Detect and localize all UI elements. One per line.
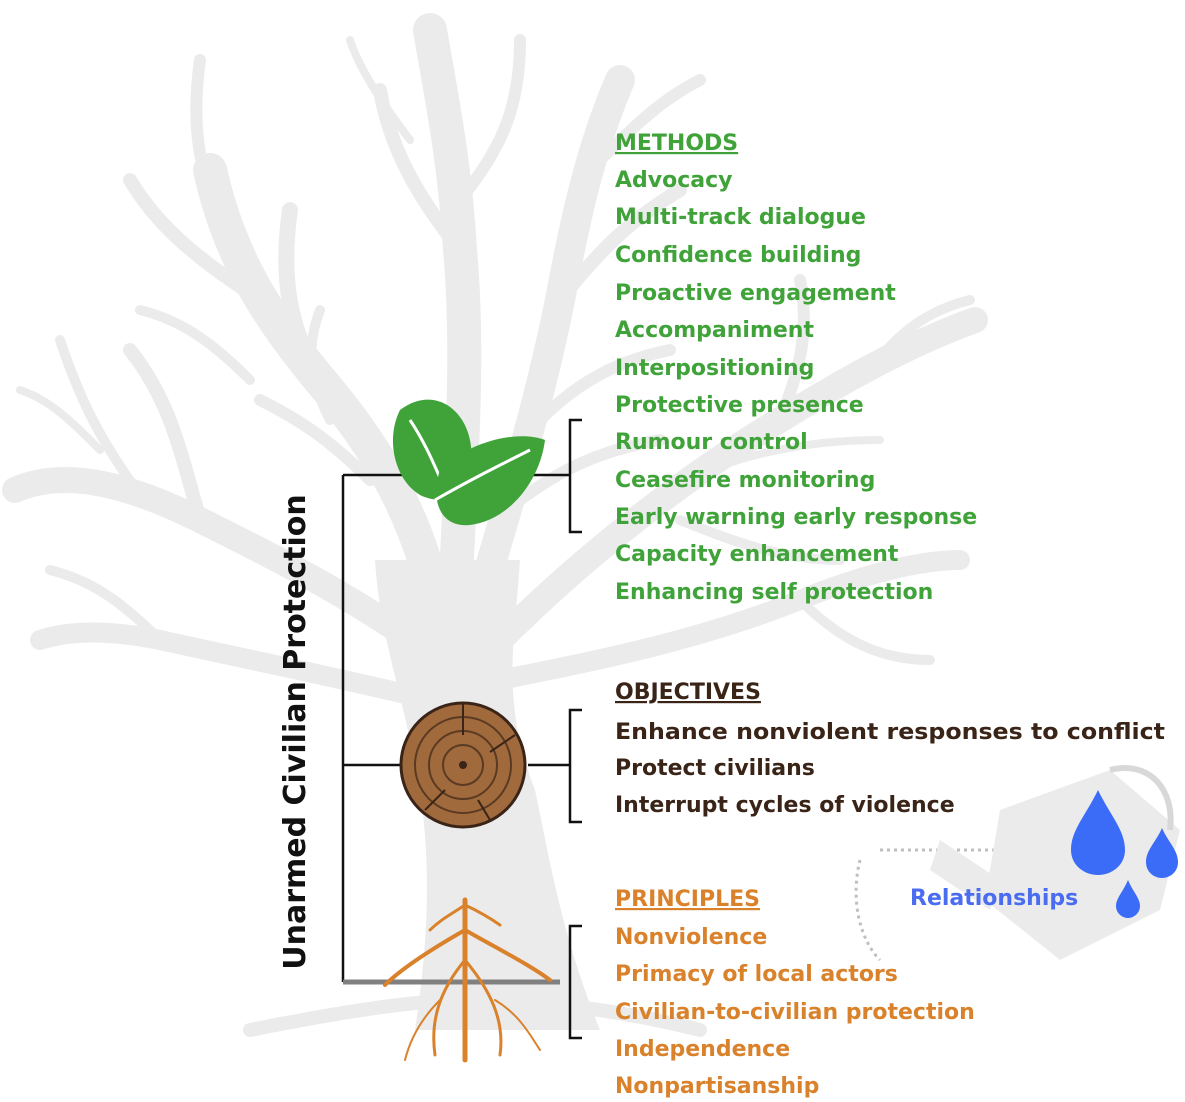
method-item: Protective presence [615,393,864,418]
method-item: Ceasefire monitoring [615,468,875,493]
wood-rings-icon [401,703,525,827]
method-item: Advocacy [615,168,733,193]
principle-item: Nonpartisanship [615,1074,819,1099]
method-item: Capacity enhancement [615,542,899,567]
method-item: Early warning early response [615,505,977,530]
method-item: Enhancing self protection [615,580,933,605]
objectives-header: OBJECTIVES [615,680,761,705]
method-item: Interpositioning [615,356,814,381]
diagram-title: Unarmed Civilian Protection [278,494,313,970]
method-item: Accompaniment [615,318,814,343]
principle-item: Nonviolence [615,925,767,950]
methods-header: METHODS [615,131,738,156]
principles-list: PRINCIPLES Nonviolence Primacy of local … [615,887,975,1099]
bracket-methods [570,420,582,532]
method-item: Multi-track dialogue [615,205,866,230]
objective-item: Enhance nonviolent responses to conflict [615,720,1166,745]
method-item: Rumour control [615,430,808,455]
principles-header: PRINCIPLES [615,887,760,912]
method-item: Confidence building [615,243,861,268]
objective-item: Interrupt cycles of violence [615,793,955,818]
principle-item: Civilian-to-civilian protection [615,1000,975,1025]
method-item: Proactive engagement [615,281,896,306]
relationships-label: Relationships [910,886,1078,911]
bracket-objectives [570,710,582,822]
tree-silhouette [15,30,975,1030]
principle-item: Primacy of local actors [615,962,898,987]
objective-item: Protect civilians [615,756,815,781]
principle-item: Independence [615,1037,790,1062]
